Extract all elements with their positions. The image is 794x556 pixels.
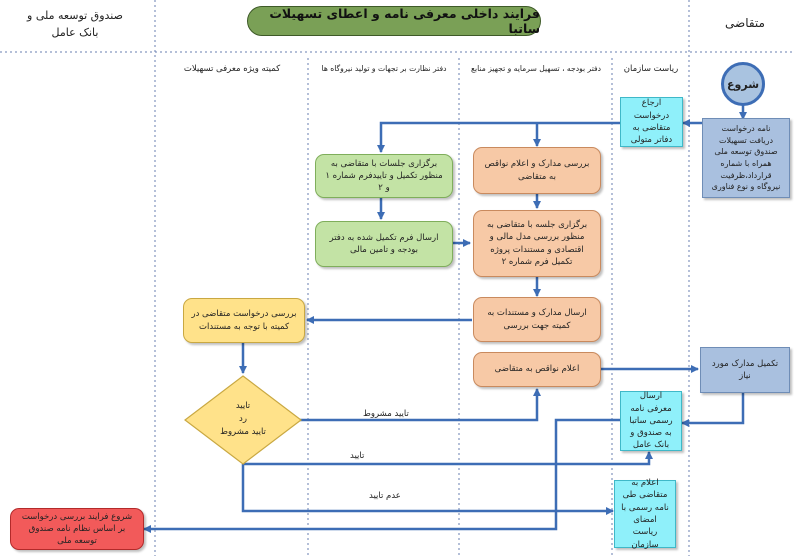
supervision-meetings-box: برگزاری جلسات با متقاضی به منظور تکمیل و…: [315, 154, 453, 198]
decision-option-reject: رد: [239, 414, 247, 425]
applicant-request-box: نامه درخواست دریافت تسهیلات صندوق توسعه …: [702, 118, 790, 198]
process-title-text: فرایند داخلی معرفی نامه و اعطای تسهیلات …: [269, 6, 540, 36]
arrow-conditional: [300, 388, 541, 422]
edge-label-approve: تایید: [350, 451, 365, 461]
decision-option-approve: تایید: [235, 401, 251, 411]
send-to-committee-box: ارسال مدارک و مستندات به کمیته جهت بررسی: [473, 297, 601, 342]
fund-bank-header: صندوق توسعه ملی و بانک عامل: [5, 8, 145, 41]
arrow-reject: [241, 464, 614, 515]
meeting-form-box: برگزاری جلسه با متقاضی به منظور بررسی مد…: [473, 210, 601, 277]
notify-letter-box: اعلام به متقاضی طی نامه رسمی با امضای ری…: [614, 478, 676, 550]
fund-bank-header-line1: صندوق توسعه ملی و: [27, 9, 123, 22]
start-label: شروع: [727, 77, 760, 91]
edge-label-reject: عدم تایید: [369, 491, 401, 501]
send-form-budget-box: ارسال فرم تکمیل شده به دفتر بودجه و تامی…: [315, 221, 453, 267]
lane-title-presidency: ریاست سازمان: [623, 64, 679, 74]
send-letter-box: ارسال معرفی نامه رسمی ساتبا به صندوق و ب…: [620, 391, 682, 451]
fund-process-box: شروع فرایند بررسی درخواست بر اساس نظام ن…: [10, 508, 144, 550]
lane-title-budget: دفتر بودجه ، تسهیل سرمایه و تجهیز منابع: [470, 64, 602, 73]
lane-title-committee: کمیته ویژه معرفی تسهیلات: [183, 64, 281, 74]
start-node: شروع: [721, 62, 765, 106]
lane-title-supervision: دفتر نظارت بر تجهات و تولید نیروگاه ها: [321, 64, 447, 73]
refer-request-box: ارجاع درخواست متقاضی به دفاتر متولی: [620, 97, 683, 147]
review-docs-box: بررسی مدارک و اعلام نواقص به متقاضی: [473, 147, 601, 194]
edge-label-conditional: تایید مشروط: [363, 409, 409, 419]
applicant-header: متقاضی: [725, 16, 765, 30]
complete-docs-box: تکمیل مدارک مورد نیاز: [700, 347, 790, 393]
committee-review-box: بررسی درخواست متقاضی در کمیته با توجه به…: [183, 298, 305, 343]
decision-option-conditional: تایید مشروط: [220, 427, 266, 438]
announce-defects-box: اعلام نواقص به متقاضی: [473, 352, 601, 387]
fund-bank-header-line2: بانک عامل: [51, 25, 99, 39]
decision-diamond: [184, 375, 302, 465]
arrow-complete-letter: [681, 393, 745, 427]
arrow-letter-fund: [143, 418, 621, 533]
arrow-approve: [243, 451, 653, 466]
process-title: فرایند داخلی معرفی نامه و اعطای تسهیلات …: [247, 6, 541, 36]
decision-label: تایید رد تایید مشروط: [203, 400, 283, 440]
arrow-refer-split: [377, 121, 620, 153]
